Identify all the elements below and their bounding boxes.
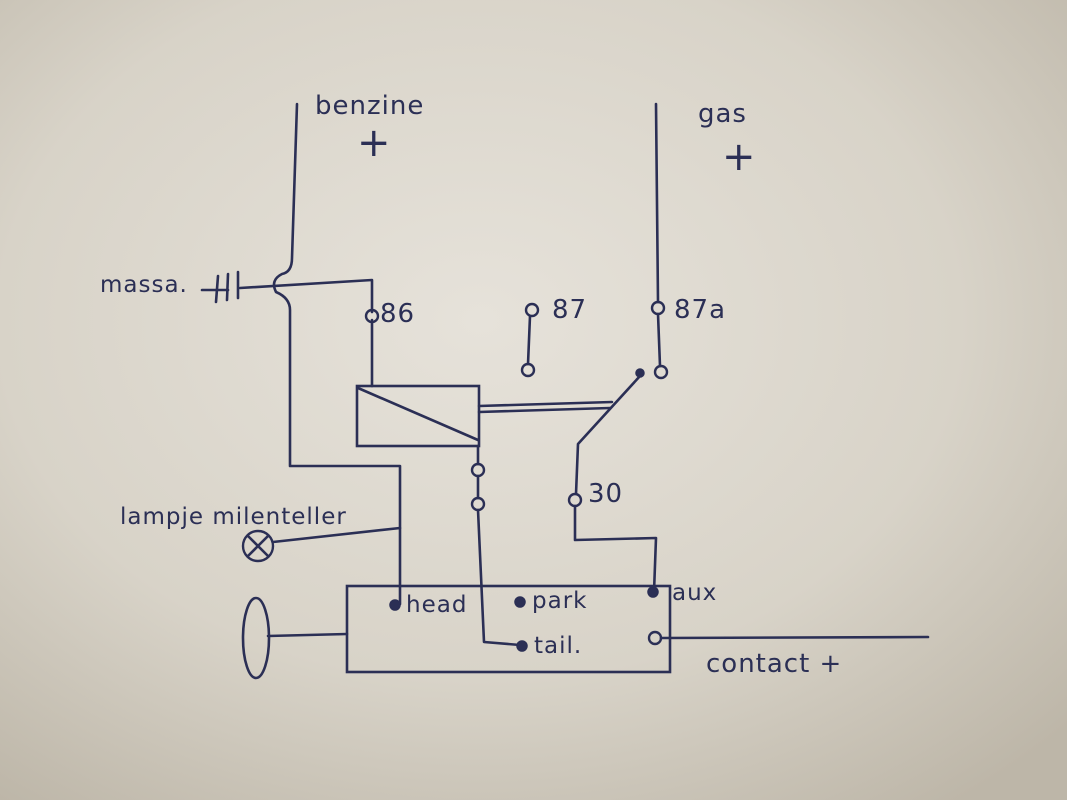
lamp-symbol: [241, 529, 275, 563]
aux-terminal: [647, 586, 659, 598]
contact-label: contact +: [706, 649, 842, 679]
massa-label: massa.: [100, 272, 188, 298]
relay-armature-link: [477, 400, 614, 414]
relay-coil-diagonal: [356, 386, 480, 442]
benzine-label: benzine: [315, 91, 424, 121]
connector-upper: [470, 462, 486, 478]
head-terminal: [389, 599, 401, 611]
connector-lower: [470, 496, 486, 512]
gas-wire: [654, 102, 660, 304]
pin-86-label: 86: [380, 299, 415, 329]
lamp-wire: [271, 526, 402, 544]
lampje-label: lampje milenteller: [120, 504, 347, 530]
switch-arm: [574, 374, 642, 496]
pin-87-stub: [526, 314, 532, 366]
benzine-plus: +: [357, 120, 391, 166]
pin-87a-contact: [653, 364, 669, 380]
pin-30-label: 30: [588, 479, 623, 509]
gas-plus: +: [722, 134, 756, 180]
pin-87-label: 87: [552, 295, 587, 325]
pin-87-terminal: [524, 302, 540, 318]
relay-coil: [355, 384, 481, 448]
park-label: park: [532, 588, 587, 614]
gas-label: gas: [698, 99, 747, 129]
pin-87-contact: [520, 362, 536, 378]
aux-label: aux: [672, 580, 717, 606]
contact-wire: [659, 635, 930, 640]
park-terminal: [514, 596, 526, 608]
tail-terminal: [516, 640, 528, 652]
pin-86-terminal: [364, 308, 380, 324]
switch-knob-shaft: [266, 632, 349, 638]
tail-label: tail.: [534, 633, 582, 659]
ground-symbol: [200, 270, 240, 304]
massa-wire: [238, 278, 374, 314]
pin-87a-label: 87a: [674, 295, 726, 325]
benzine-wire: [272, 102, 402, 606]
pin-87a-stub: [656, 312, 662, 368]
switch-knob: [241, 596, 271, 680]
head-label: head: [406, 592, 467, 618]
coil-to-tail-wire: [476, 444, 522, 647]
light-switch-box: [345, 584, 672, 674]
pin-30-wire: [573, 504, 658, 594]
